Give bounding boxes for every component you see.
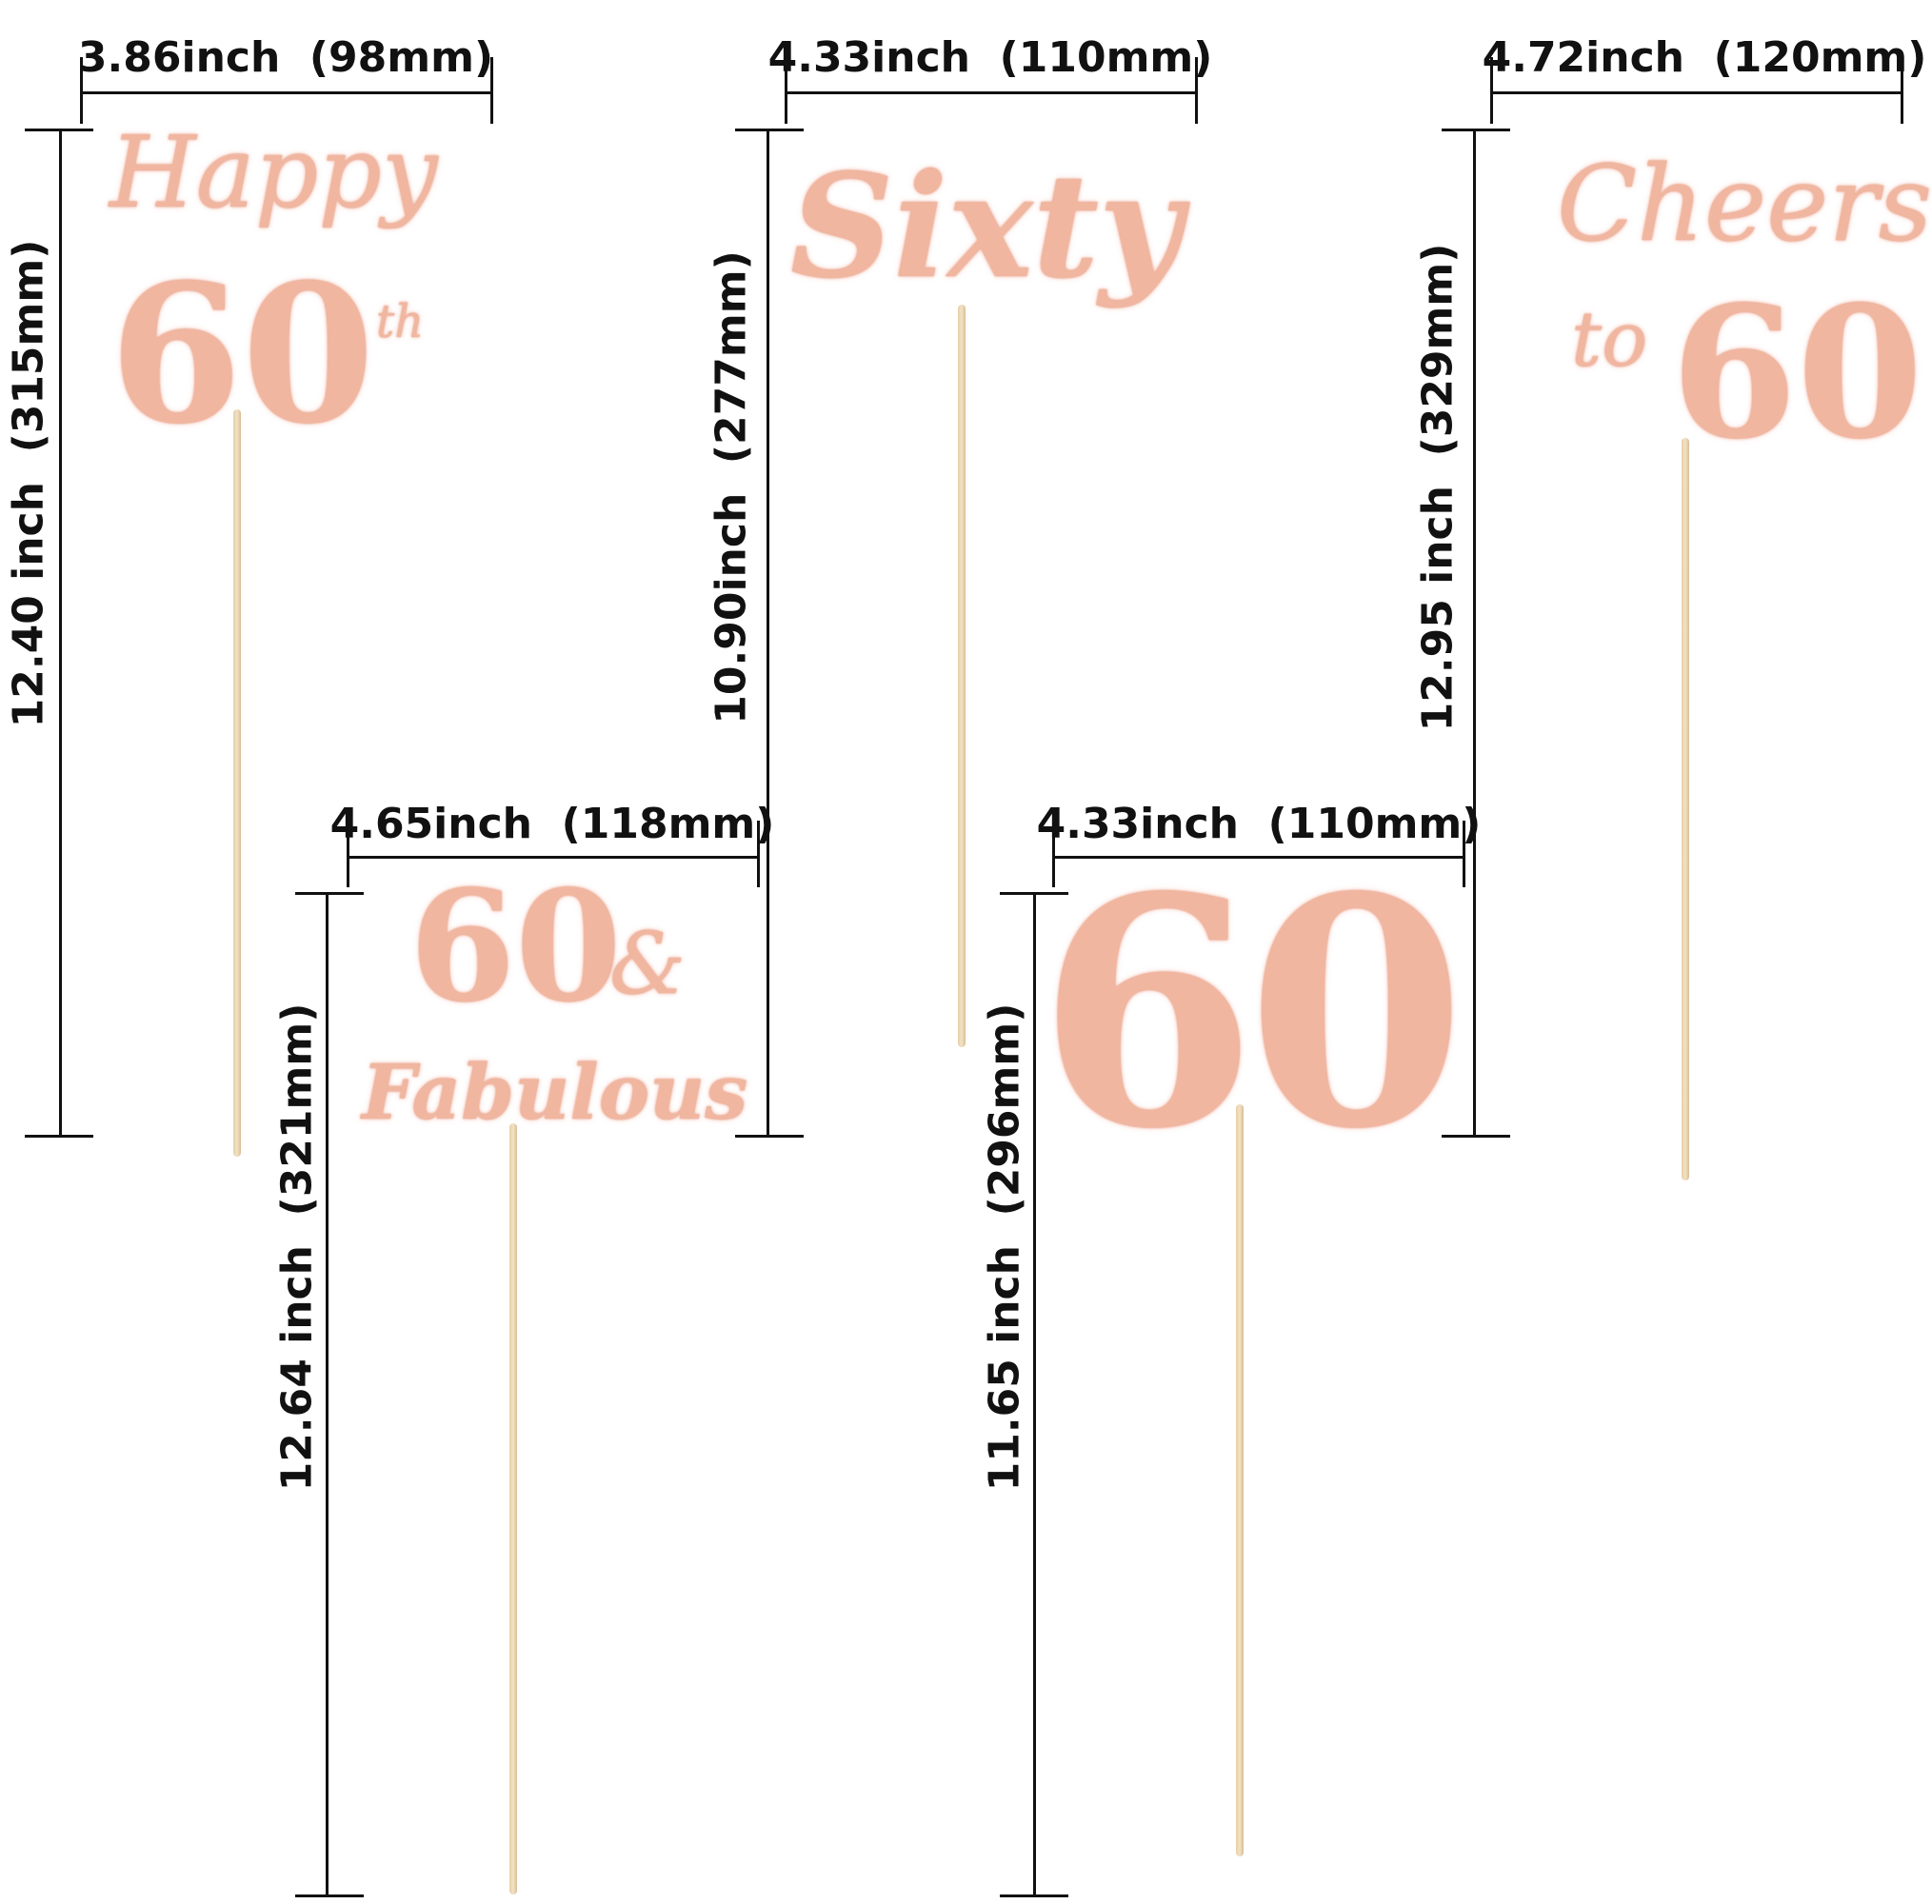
width-line-60-and-fabulous	[348, 856, 759, 859]
width-tick-left	[785, 57, 787, 124]
height-label-60: 11.65 inch (296mm)	[980, 1002, 1029, 1492]
height-tick-bottom	[1000, 1894, 1068, 1897]
height-tick-top	[25, 129, 93, 131]
topper-text-cheers: Cheers	[1557, 143, 1932, 265]
topper-text-th: th	[376, 295, 425, 348]
width-line-60	[1053, 856, 1464, 859]
width-tick-left	[80, 57, 83, 124]
height-tick-bottom	[25, 1135, 93, 1138]
width-tick-left	[1052, 821, 1055, 887]
height-line-happy-60th	[59, 129, 62, 1137]
height-label-happy-60th: 12.40 inch (315mm)	[4, 239, 53, 728]
topper-text-ampersand: &	[609, 914, 687, 1014]
width-line-cheers-to-60	[1491, 91, 1902, 94]
stick-60-and-fabulous	[509, 1123, 517, 1894]
topper-text-to: to	[1571, 295, 1648, 384]
stick-60	[1236, 1104, 1244, 1856]
topper-text-fabulous: Fabulous	[362, 1047, 748, 1137]
height-line-sixty	[767, 129, 769, 1137]
width-label-60: 4.33inch (110mm)	[1036, 800, 1482, 848]
topper-60-and-fabulous: 60 & Fabulous	[343, 857, 762, 1171]
height-tick-top	[295, 892, 364, 895]
topper-text-60: 60	[1038, 828, 1465, 1198]
topper-text-60: 60	[110, 243, 375, 466]
height-line-cheers-to-60	[1473, 129, 1476, 1137]
topper-text-happy: Happy	[110, 114, 438, 230]
topper-text-sixty: Sixty	[790, 143, 1183, 310]
width-tick-right	[490, 57, 493, 124]
height-line-60-and-fabulous	[326, 893, 329, 1897]
height-tick-bottom	[735, 1135, 804, 1138]
height-tick-bottom	[1442, 1135, 1510, 1138]
width-tick-right	[1463, 821, 1465, 887]
topper-text-60: 60	[409, 857, 622, 1036]
width-label-sixty: 4.33inch (110mm)	[767, 33, 1213, 82]
width-line-sixty	[786, 91, 1197, 94]
width-tick-right	[1195, 57, 1198, 124]
height-tick-top	[1442, 129, 1510, 131]
topper-60: 60	[1038, 828, 1465, 1198]
width-label-60-and-fabulous: 4.65inch (118mm)	[329, 800, 775, 848]
height-tick-bottom	[295, 1894, 364, 1897]
stick-sixty	[958, 305, 966, 1047]
height-label-cheers-to-60: 12.95 inch (329mm)	[1413, 243, 1463, 732]
width-tick-right	[757, 821, 760, 887]
topper-text-60: 60	[1671, 267, 1923, 479]
stick-happy-60th	[233, 409, 241, 1157]
topper-happy-60th: Happy 60 th	[90, 114, 438, 466]
width-label-cheers-to-60: 4.72inch (120mm)	[1482, 33, 1927, 82]
topper-cheers-to-60: Cheers to 60	[1490, 124, 1932, 479]
width-tick-left	[347, 821, 349, 887]
width-tick-left	[1490, 57, 1493, 124]
width-label-happy-60th: 3.86inch (98mm)	[77, 33, 494, 82]
stick-cheers-to-60	[1682, 438, 1689, 1180]
width-line-happy-60th	[81, 91, 492, 94]
height-label-60-and-fabulous: 12.64 inch (321mm)	[272, 1002, 322, 1492]
topper-sixty: Sixty	[781, 133, 1183, 400]
height-label-sixty: 10.90inch (277mm)	[707, 250, 756, 724]
width-tick-right	[1901, 57, 1903, 124]
height-tick-top	[1000, 892, 1068, 895]
height-line-60	[1033, 893, 1036, 1897]
height-tick-top	[735, 129, 804, 131]
